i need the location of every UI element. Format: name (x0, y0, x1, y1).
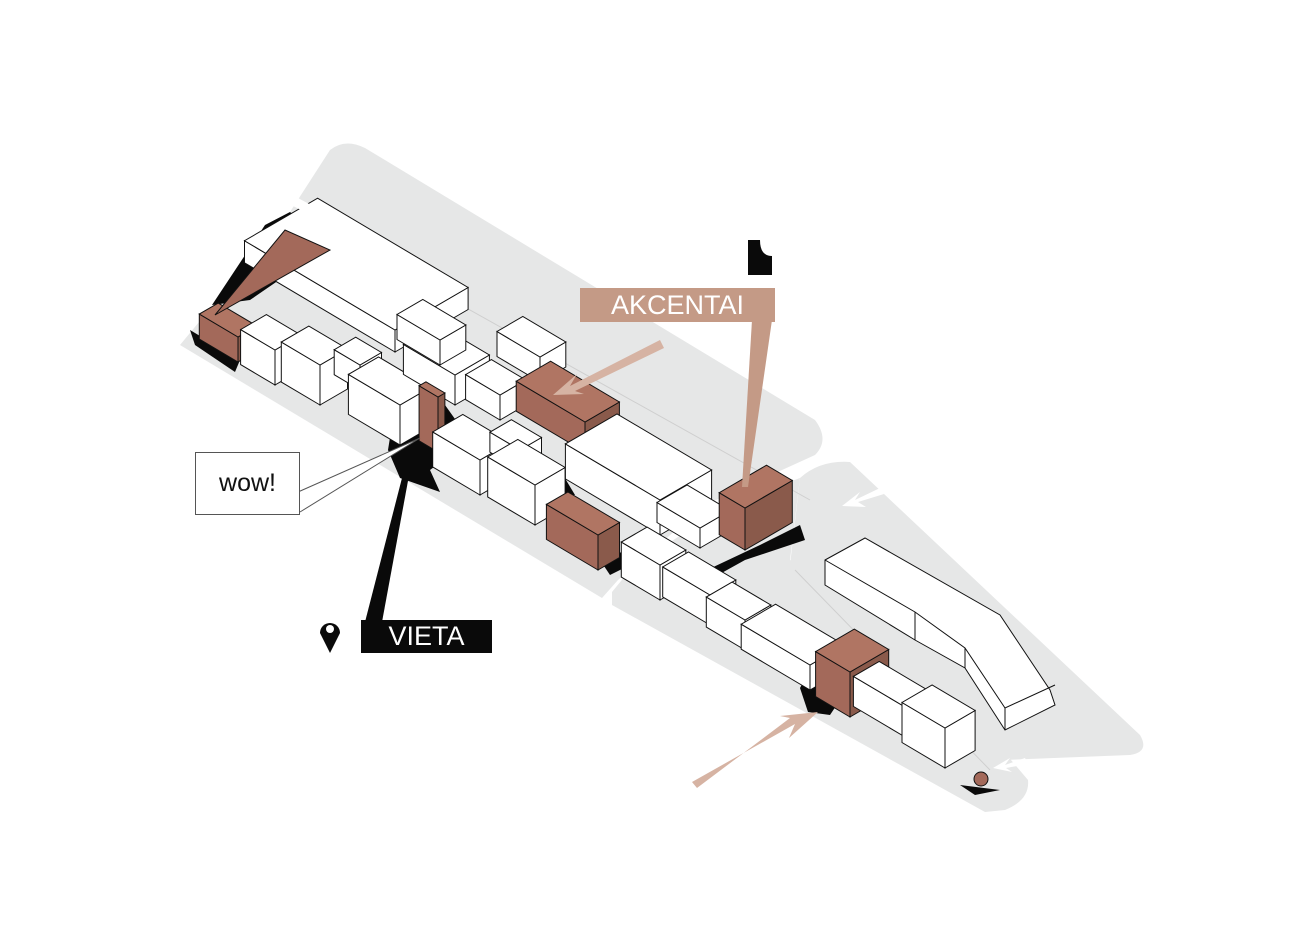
buildings (198, 197, 977, 769)
tree-marker (973, 771, 989, 787)
building (656, 484, 732, 549)
place-pointer (365, 470, 410, 622)
building-face (718, 464, 794, 509)
arrow-icon (553, 340, 664, 395)
arrow-icon (692, 712, 818, 788)
accent-roof (214, 229, 332, 316)
building-face (488, 419, 543, 451)
building (901, 684, 977, 769)
building-face (620, 526, 687, 566)
arrow-icon (993, 758, 1028, 772)
arrows (293, 198, 1028, 788)
arrow-icon (842, 488, 884, 507)
accent-building (545, 491, 621, 571)
arrow-icon (293, 198, 348, 228)
building-face (333, 336, 383, 366)
building-face (705, 581, 772, 621)
building-face (486, 438, 567, 486)
building-face (396, 298, 467, 341)
wow-callout: wow! (195, 452, 300, 515)
wow-pointer (297, 437, 421, 513)
accent-building (718, 464, 794, 551)
callouts (297, 320, 989, 787)
long-building (824, 537, 1056, 731)
accents-label: AKCENTAI (580, 288, 775, 322)
place-label: VIETA (361, 620, 492, 653)
building-face (545, 491, 621, 536)
north-marker (748, 240, 772, 275)
accent-pointer (742, 320, 772, 487)
building-face (418, 381, 446, 398)
building (396, 298, 467, 366)
building-face (814, 628, 890, 673)
building-face (901, 684, 977, 729)
building-face (496, 315, 567, 358)
map-pin-icon (320, 623, 340, 653)
building-face (564, 413, 713, 501)
